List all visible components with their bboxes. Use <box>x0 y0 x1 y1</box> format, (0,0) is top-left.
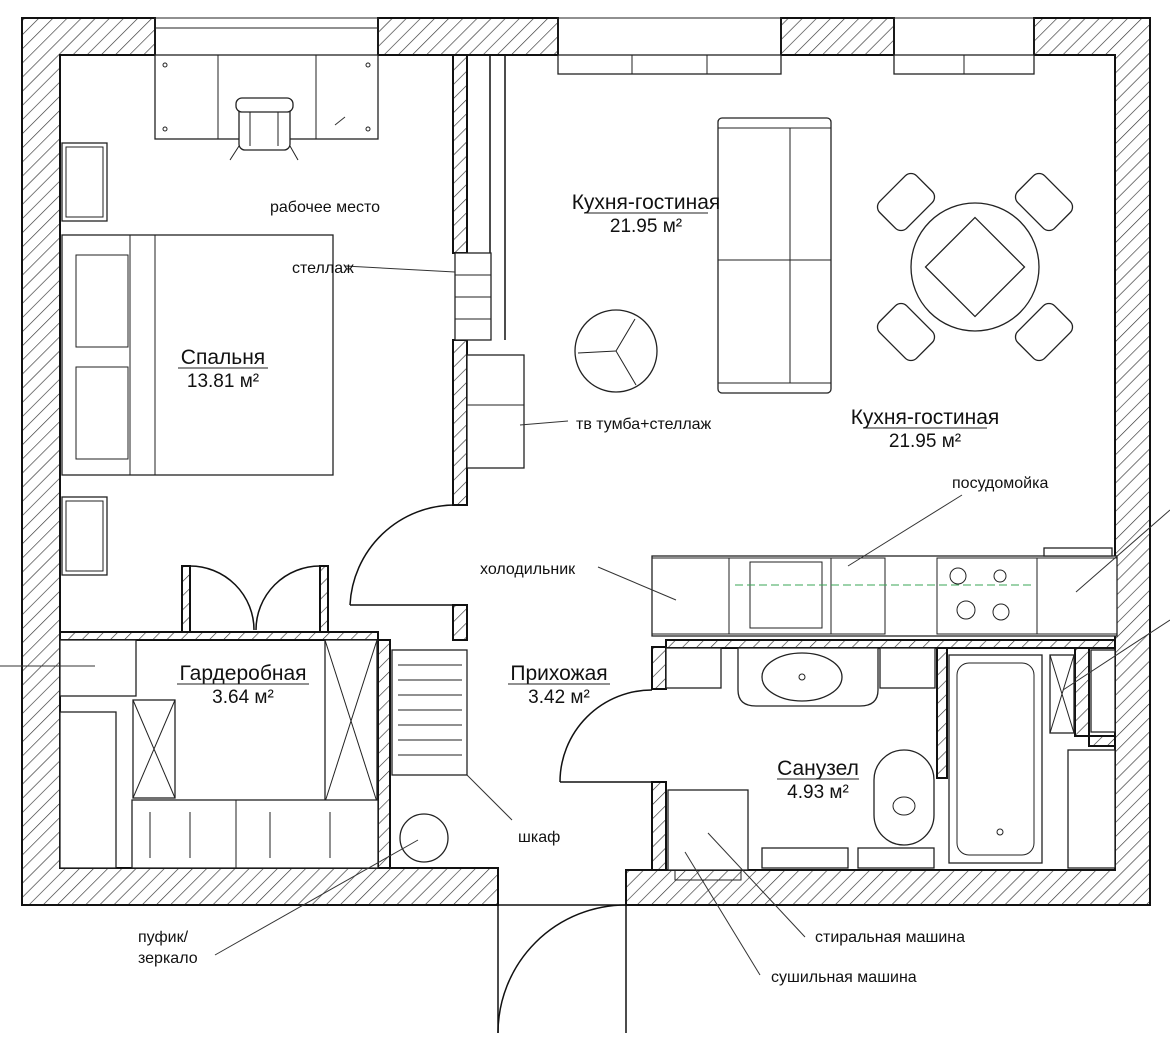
hallway-closet <box>391 649 468 776</box>
nightstand <box>61 142 108 222</box>
office-chair <box>229 97 299 161</box>
note-dishwasher: посудомойка <box>952 475 1048 492</box>
kitchen-name-bottom: Кухня-гостиная <box>851 406 1000 429</box>
bedroom-area: 13.81 м² <box>187 371 259 392</box>
sofa <box>717 117 832 394</box>
shelf <box>454 252 492 341</box>
leader-lines <box>0 116 1170 976</box>
kitchen-counter <box>651 547 1118 637</box>
bedroom-name: Спальня <box>181 346 265 369</box>
kitchen-area-bottom: 21.95 м² <box>889 431 961 452</box>
note-fridge: холодильник <box>480 561 576 578</box>
entrance-door <box>497 904 627 1034</box>
kitchen-area-top: 21.95 м² <box>610 216 682 237</box>
bathroom-name: Санузел <box>777 757 859 780</box>
dining-set <box>876 172 1074 362</box>
note-dryer: сушильная машина <box>771 969 917 986</box>
hallway-area: 3.42 м² <box>528 687 590 708</box>
note-tv-stand: тв тумба+стеллаж <box>576 416 712 433</box>
double-bed <box>61 234 334 476</box>
tv-stand <box>466 354 525 469</box>
wardrobe-name: Гардеробная <box>179 662 306 685</box>
note-shelf: стеллаж <box>292 260 354 277</box>
hallway-name: Прихожая <box>510 662 607 685</box>
note-workplace: рабочее место <box>270 199 380 216</box>
pouf <box>399 813 449 863</box>
bathroom-fixtures <box>665 647 1116 881</box>
note-washer: стиральная машина <box>815 929 965 946</box>
note-closet: шкаф <box>518 829 560 846</box>
bathroom-door <box>559 689 653 783</box>
wardrobe-area: 3.64 м² <box>212 687 274 708</box>
note-pouf: пуфик/ <box>138 929 189 946</box>
armchair <box>574 309 658 393</box>
nightstand-2 <box>61 496 108 576</box>
wardrobe-storage <box>59 639 379 869</box>
bedroom-door <box>349 504 456 606</box>
interior-walls <box>59 54 1116 871</box>
name-underlines <box>177 212 987 780</box>
wardrobe-doors <box>181 565 329 633</box>
windows <box>154 17 1035 75</box>
kitchen-name-top: Кухня-гостиная <box>572 191 721 214</box>
bathroom-area: 4.93 м² <box>787 782 849 803</box>
note-mirror: зеркало <box>138 950 198 967</box>
